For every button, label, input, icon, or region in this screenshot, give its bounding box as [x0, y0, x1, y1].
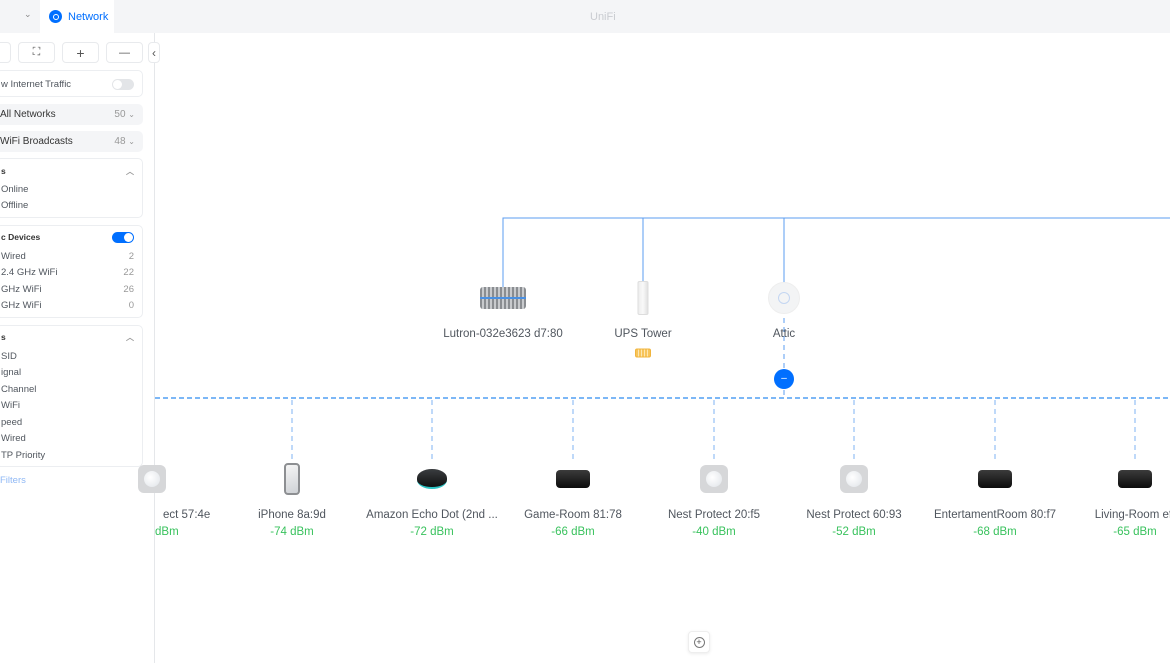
zoom-out-button[interactable]: — — [106, 42, 143, 63]
apple-tv-icon[interactable] — [978, 470, 1012, 488]
column-option[interactable]: TP Priority — [1, 450, 46, 461]
lutron-hub-icon[interactable] — [480, 287, 526, 309]
apple-tv-icon[interactable] — [556, 470, 590, 488]
device-filter-count: 26 — [123, 284, 134, 295]
echo-dot-icon[interactable] — [417, 469, 447, 489]
device-filter-count: 0 — [128, 300, 134, 311]
column-option[interactable]: WiFi — [1, 400, 20, 411]
wifi-dropdown[interactable]: WiFi Broadcasts 48 ⌄ — [0, 131, 143, 152]
tab-network[interactable]: Network — [40, 0, 114, 33]
battery-icon — [635, 348, 651, 358]
client-signal: -40 dBm — [692, 526, 736, 538]
client-name[interactable]: Amazon Echo Dot (2nd ... — [366, 509, 498, 521]
client-name[interactable]: Game-Room 81:78 — [524, 509, 622, 521]
client-signal: -66 dBm — [551, 526, 595, 538]
status-online[interactable]: Online — [1, 184, 29, 195]
internet-traffic-toggle[interactable] — [112, 79, 134, 90]
filters-link[interactable]: Filters — [0, 475, 26, 486]
columns-card: s ︿ SID ignal Channel WiFi peed Wired TP … — [0, 325, 143, 467]
client-name[interactable]: iPhone 8a:9d — [258, 509, 326, 521]
device-filter-count: 22 — [123, 267, 134, 278]
network-icon — [49, 10, 62, 23]
chevron-up-icon[interactable]: ︿ — [126, 167, 134, 176]
client-name[interactable]: Living-Room ef: — [1094, 509, 1170, 521]
device-filter-label[interactable]: Wired — [1, 251, 26, 262]
networks-count: 50 — [114, 109, 126, 120]
iphone-icon[interactable] — [284, 463, 300, 495]
collapse-sidebar-button[interactable]: ‹ — [148, 42, 160, 63]
tab-label: Network — [68, 10, 109, 23]
devices-title: c Devices — [1, 232, 41, 242]
device-name[interactable]: Attic — [772, 328, 796, 340]
devices-card: c Devices Wired 2 2.4 GHz WiFi 22 GHz WiFi… — [0, 225, 143, 318]
client-name[interactable]: EntertamentRoom 80:f7 — [933, 509, 1057, 521]
device-filter-label[interactable]: 2.4 GHz WiFi — [1, 267, 58, 278]
device-filter-label[interactable]: GHz WiFi — [1, 284, 42, 295]
client-name[interactable]: ect 57:4e — [163, 509, 211, 521]
chevron-down-icon: ⌄ — [128, 137, 135, 146]
columns-title: s — [1, 332, 6, 342]
client-signal: -74 dBm — [270, 526, 314, 538]
devices-toggle[interactable] — [112, 232, 134, 243]
status-offline[interactable]: Offline — [1, 200, 29, 211]
app-title: UniFi — [590, 11, 616, 23]
nest-protect-icon[interactable] — [700, 465, 728, 493]
plus-circle-icon: + — [693, 636, 705, 648]
zoom-in-button[interactable]: + — [62, 42, 99, 63]
column-option[interactable]: Channel — [1, 384, 37, 395]
apple-tv-icon[interactable] — [1118, 470, 1152, 488]
wifi-count: 48 — [114, 136, 126, 147]
client-signal: dBm — [155, 526, 179, 538]
zoom-fit-button[interactable]: + — [688, 631, 710, 653]
client-signal: -65 dBm — [1113, 526, 1157, 538]
status-title: s — [1, 166, 6, 176]
device-filter-label[interactable]: GHz WiFi — [1, 300, 42, 311]
fullscreen-button[interactable]: ⛶ — [18, 42, 55, 63]
client-signal: -72 dBm — [410, 526, 454, 538]
internet-traffic-label: w Internet Traffic — [1, 79, 72, 90]
access-point-icon[interactable] — [768, 282, 800, 314]
topology-canvas[interactable]: Lutron-032e3623 d7:80 UPS Tower Attic – … — [138, 33, 1170, 663]
column-option[interactable]: peed — [1, 417, 23, 428]
device-name[interactable]: UPS Tower — [614, 328, 672, 340]
column-option[interactable]: Wired — [1, 433, 26, 444]
chevron-up-icon[interactable]: ︿ — [126, 333, 134, 342]
topology-links — [155, 217, 1170, 461]
top-bar: ⌄ Network UniFi — [0, 0, 1170, 33]
column-option[interactable]: ignal — [1, 367, 22, 378]
ups-icon[interactable] — [637, 281, 649, 315]
client-name[interactable]: Nest Protect 60:93 — [806, 509, 902, 521]
device-filter-count: 2 — [128, 251, 134, 262]
chevron-down-icon: ⌄ — [128, 110, 135, 119]
nest-protect-icon[interactable] — [138, 465, 166, 493]
status-card: s ︿ Online Offline — [0, 158, 143, 218]
column-option[interactable]: SID — [1, 351, 17, 362]
wifi-label: WiFi Broadcasts — [0, 136, 73, 147]
internet-traffic-card: w Internet Traffic — [0, 70, 143, 97]
collapse-node-button[interactable]: – — [774, 369, 794, 389]
networks-dropdown[interactable]: All Networks 50 ⌄ — [0, 104, 143, 125]
nest-protect-icon[interactable] — [840, 465, 868, 493]
sidebar: ⛶ + — w Internet Traffic All Networks 50 … — [0, 33, 155, 663]
uplink-line — [502, 217, 1170, 298]
toolbar-button[interactable] — [0, 42, 11, 63]
device-name[interactable]: Lutron-032e3623 d7:80 — [443, 328, 563, 340]
networks-label: All Networks — [0, 109, 56, 120]
client-name[interactable]: Nest Protect 20:f5 — [667, 509, 761, 521]
client-signal: -52 dBm — [832, 526, 876, 538]
chevron-down-icon[interactable]: ⌄ — [24, 9, 32, 19]
client-signal: -68 dBm — [973, 526, 1017, 538]
